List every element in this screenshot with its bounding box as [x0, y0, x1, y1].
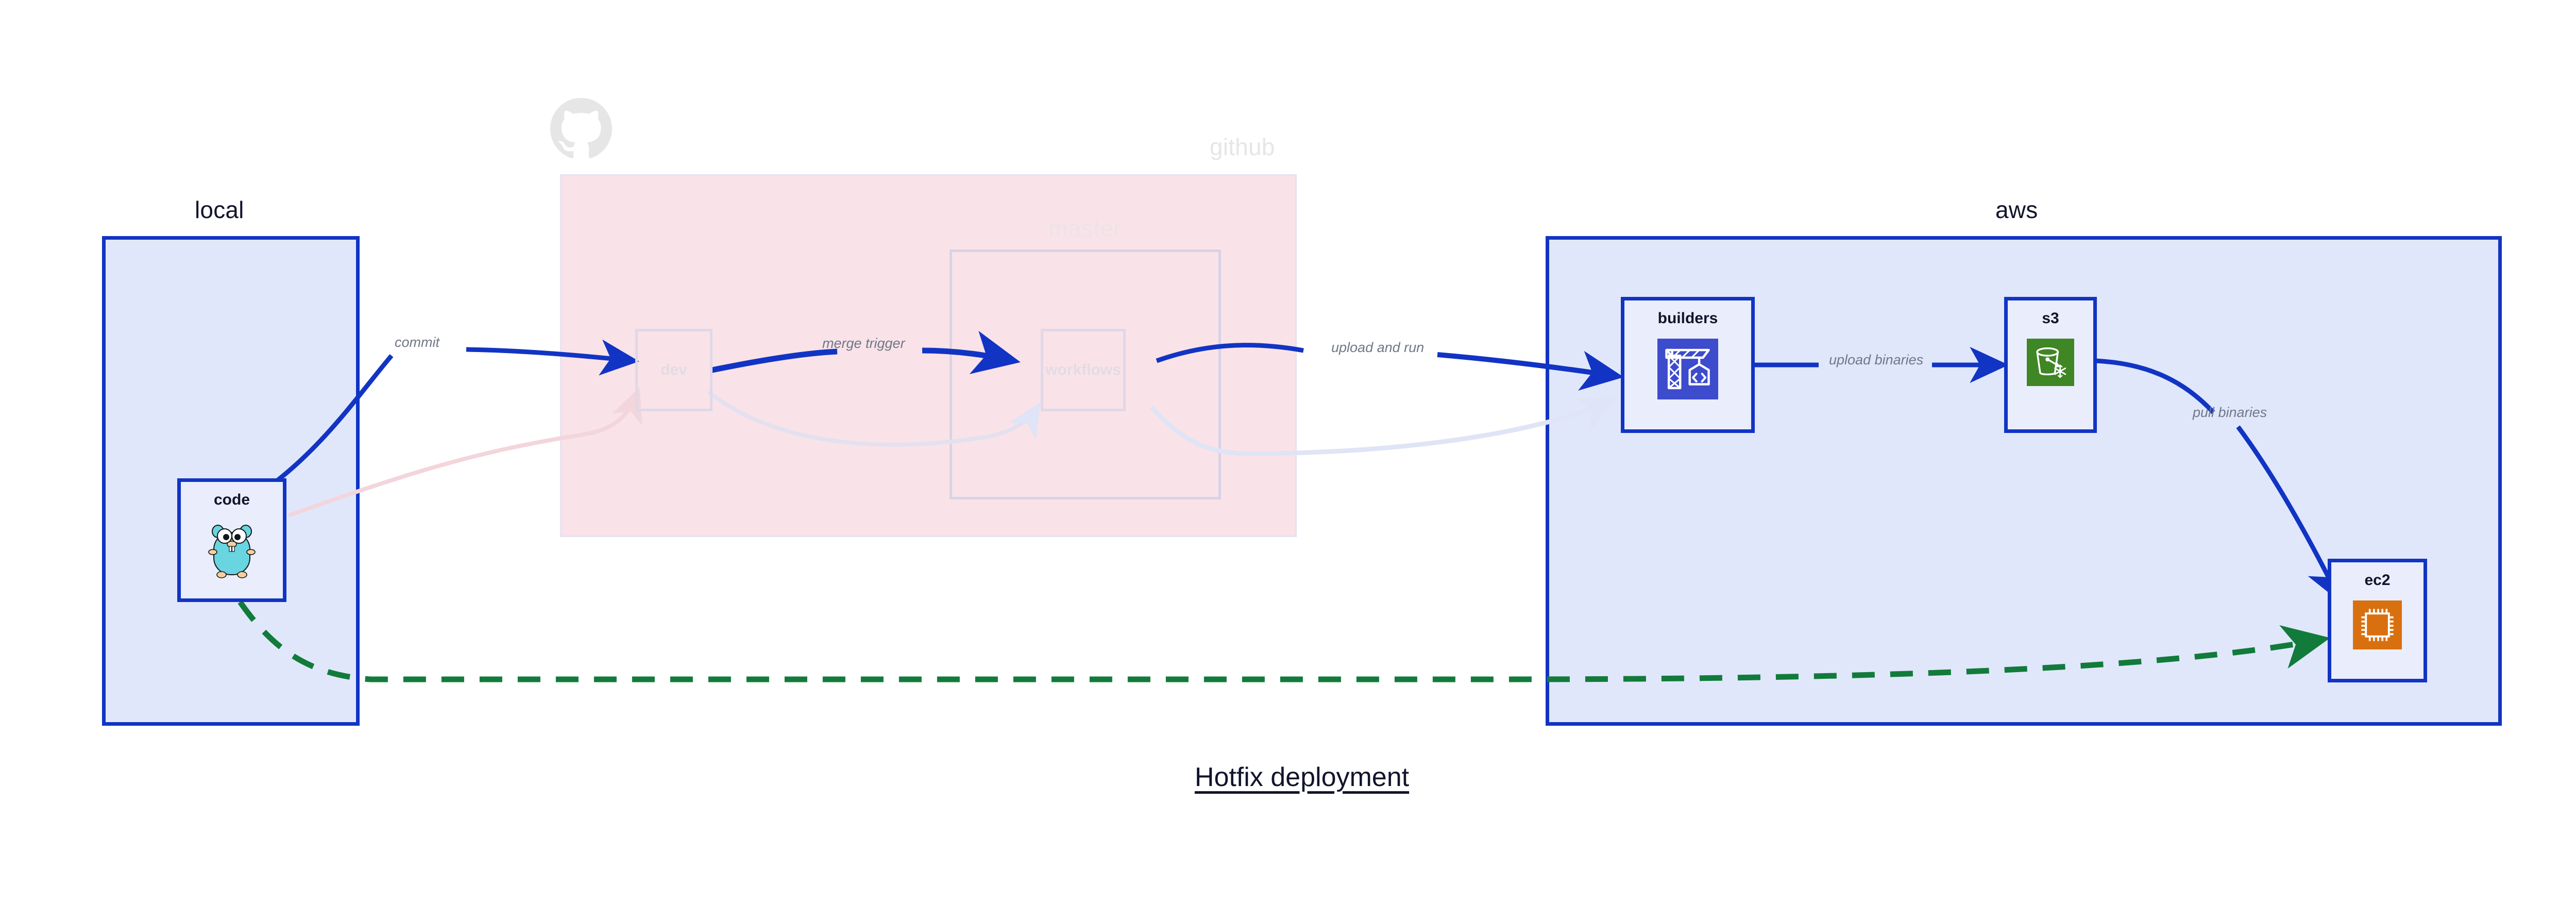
- edge-label-merge-trigger: merge trigger: [822, 336, 905, 351]
- group-label-local: local: [195, 196, 244, 223]
- group-label-aws: aws: [1995, 196, 2038, 223]
- edge-faded-workflows-builders: [1149, 397, 1618, 456]
- node-ec2[interactable]: ec2: [2328, 559, 2427, 682]
- edge-faded-code-dev: [287, 387, 642, 517]
- node-code-label: code: [213, 491, 250, 508]
- github-octocat-icon: [550, 98, 612, 162]
- aws-ec2-icon: [2353, 600, 2402, 652]
- node-code[interactable]: code: [177, 478, 286, 602]
- aws-codebuild-icon: [1657, 339, 1718, 402]
- edge-label-commit: commit: [393, 335, 442, 349]
- node-dev-label: dev: [660, 361, 687, 378]
- node-s3[interactable]: s3: [2004, 297, 2097, 433]
- group-master: [950, 249, 1221, 499]
- edge-pull-binaries: [2095, 358, 2215, 414]
- edge-hotfix-direct: [238, 600, 2330, 682]
- edge-merge-trigger-tail: [922, 330, 1021, 374]
- edge-label-upload-binaries: upload binaries: [1829, 352, 1924, 368]
- aws-s3-glacier-icon: [2027, 339, 2074, 389]
- edge-merge-trigger: [711, 348, 838, 373]
- group-label-master: master: [1048, 215, 1122, 242]
- edge-pull-binaries-tail: [2236, 425, 2342, 603]
- node-workflows[interactable]: workflows: [1041, 329, 1126, 411]
- edge-commit: [256, 354, 394, 497]
- node-s3-label: s3: [2042, 310, 2059, 327]
- edge-label-upload-and-run: upload and run: [1329, 340, 1427, 355]
- node-builders-label: builders: [1657, 310, 1718, 327]
- edge-upload-and-run: [1156, 343, 1304, 363]
- edge-commit-tail: [466, 339, 639, 376]
- edge-faded-dev-workflows: [707, 390, 1041, 447]
- edge-label-pull-binaries: pull binaries: [2193, 405, 2267, 420]
- node-workflows-label: workflows: [1045, 361, 1121, 378]
- go-gopher-icon: [206, 520, 258, 583]
- group-label-github: github: [1210, 133, 1275, 160]
- node-ec2-label: ec2: [2364, 572, 2391, 589]
- edge-upload-and-run-tail: [1437, 350, 1624, 391]
- node-dev[interactable]: dev: [635, 329, 713, 411]
- diagram-title: Hotfix deployment: [1194, 762, 1410, 792]
- node-builders[interactable]: builders: [1621, 297, 1755, 433]
